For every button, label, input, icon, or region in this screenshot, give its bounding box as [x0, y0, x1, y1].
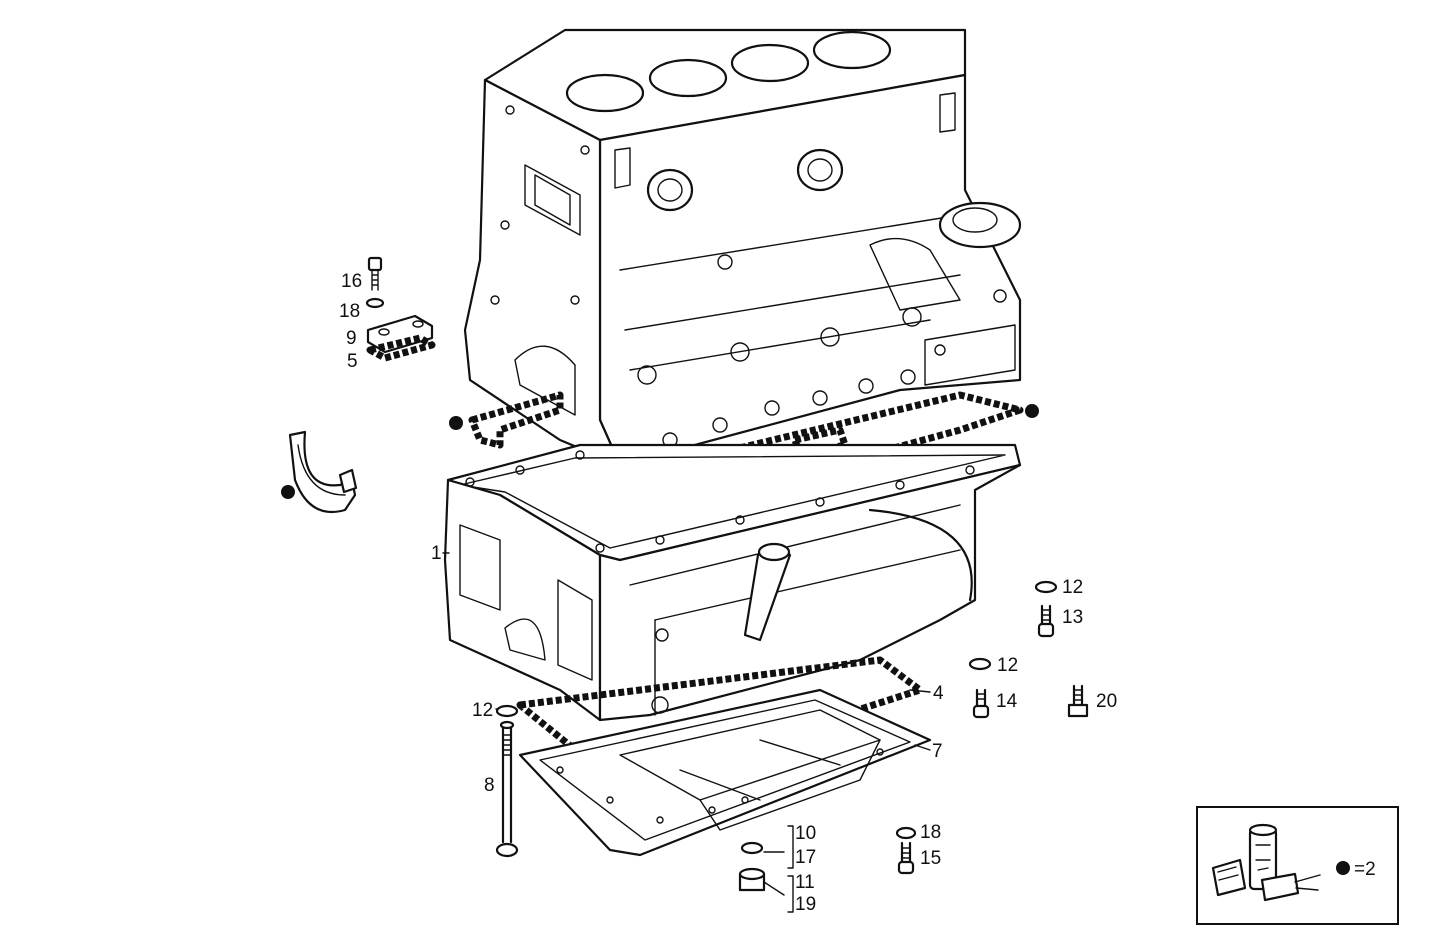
kit-marker-dot — [449, 416, 463, 430]
callout-11: 11 — [795, 872, 815, 893]
callout-15: 15 — [920, 848, 941, 869]
callout-12: 12 — [1062, 577, 1083, 598]
fastener-washer-12b — [968, 657, 992, 671]
fastener-washer-12a — [1034, 580, 1058, 594]
callout-1: 1 — [431, 543, 442, 564]
rear-seal-half-ring — [288, 430, 358, 514]
callout-5: 5 — [347, 351, 358, 372]
kit-marker-dot — [1025, 404, 1039, 418]
leader-lines — [442, 552, 931, 913]
fastener-bolt-14 — [972, 688, 990, 719]
drain-washer-10-17 — [740, 841, 764, 855]
callout-14: 14 — [996, 691, 1018, 712]
callout-10: 10 — [795, 823, 816, 844]
fastener-washer-18b — [895, 826, 917, 840]
engine-block — [463, 28, 1022, 467]
callout-9: 9 — [346, 328, 357, 349]
callout-8: 8 — [484, 775, 495, 796]
oil-pan — [518, 688, 932, 857]
callout-7: 7 — [932, 741, 943, 762]
fastener-bolt-20 — [1067, 684, 1089, 718]
callout-18: 18 — [339, 301, 360, 322]
legend-kit-quantity: =2 — [1354, 859, 1376, 880]
kit-legend-box: =2 — [1196, 806, 1399, 925]
crankcase-lower-housing — [443, 443, 1022, 722]
kit-marker-dot — [281, 485, 295, 499]
callout-13: 13 — [1062, 607, 1083, 628]
callout-16: 16 — [341, 271, 362, 292]
upper-gasket-left — [468, 391, 564, 449]
callout-18: 18 — [920, 822, 941, 843]
callout-4: 4 — [933, 683, 944, 704]
kit-marker-dot — [1336, 861, 1350, 875]
gasket-kit-icon — [1211, 823, 1321, 902]
callout-19: 19 — [795, 894, 816, 915]
callout-20: 20 — [1096, 691, 1117, 712]
drain-plug-11-19 — [738, 867, 766, 892]
callout-17: 17 — [795, 847, 816, 868]
fastener-bolt-13 — [1037, 604, 1055, 638]
fastener-bolt-15 — [897, 841, 915, 875]
callout-12: 12 — [997, 655, 1018, 676]
callout-12: 12 — [472, 700, 493, 721]
cover-plate-assembly — [365, 256, 436, 362]
long-bolt — [495, 704, 519, 858]
